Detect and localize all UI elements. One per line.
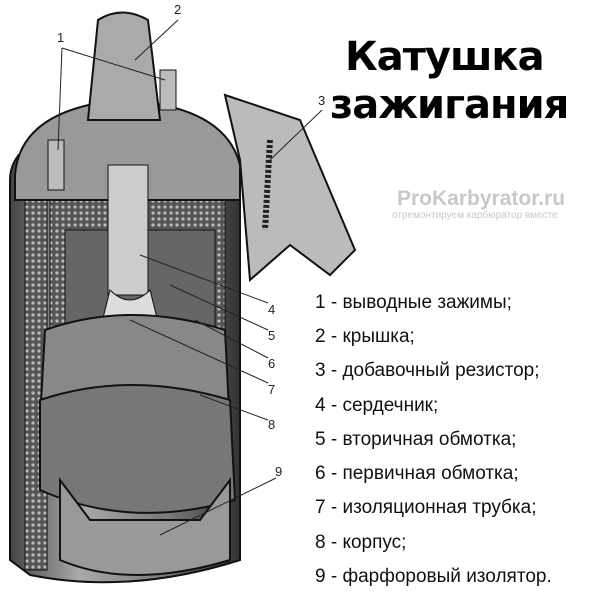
callout-5: 5 (268, 328, 276, 343)
legend-item: 1 - выводные зажимы; (315, 292, 512, 313)
legend-item: 4 - сердечник; (315, 395, 439, 416)
legend-item: 3 - добавочный резистор; (315, 360, 540, 381)
callout-8: 8 (268, 417, 276, 432)
legend-item: 9 - фарфоровый изолятор. (315, 566, 552, 587)
legend-item: 2 - крышка; (315, 326, 415, 347)
watermark-tagline: отремонтируем карбюратор вместе (392, 210, 558, 221)
callout-7: 7 (268, 382, 276, 397)
watermark-site: ProKarbyrator.ru (397, 187, 566, 210)
callout-2: 2 (174, 2, 182, 17)
legend-item: 5 - вторичная обмотка; (315, 429, 517, 450)
callout-6: 6 (268, 356, 276, 371)
callout-1: 1 (57, 30, 65, 45)
callout-9: 9 (275, 464, 283, 479)
legend-item: 7 - изоляционная трубка; (315, 497, 537, 518)
callout-4: 4 (268, 302, 276, 317)
callout-3: 3 (318, 93, 326, 108)
legend-item: 8 - корпус; (315, 532, 407, 553)
legend-item: 6 - первичная обмотка; (315, 463, 519, 484)
title-line-2: зажигания (330, 82, 569, 128)
leader-lines (57, 19, 323, 536)
title-line-1: Катушка (345, 34, 545, 80)
